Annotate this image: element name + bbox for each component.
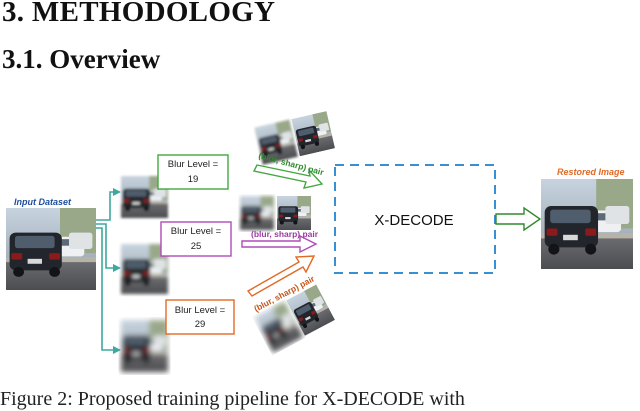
blur-level-25-line1: Blur Level =	[171, 226, 222, 237]
x-decode-box: X-DECODE	[334, 164, 496, 274]
restored-image-label: Restored Image	[557, 167, 625, 177]
blur-level-25-line2: 25	[191, 241, 202, 252]
blur-level-29-box: Blur Level = 29	[165, 299, 235, 335]
section-heading: 3. METHODOLOGY	[2, 0, 276, 28]
pair-label-purple: (blur, sharp) pair	[251, 229, 319, 239]
blur-level-19-line2: 19	[188, 174, 199, 185]
pair-images-purple	[240, 196, 311, 230]
pipeline-figure: Input Dataset Blur Level = 19 Blur Level…	[6, 111, 633, 372]
pair-arrow-purple: (blur, sharp) pair	[241, 229, 319, 254]
blur-level-25-box: Blur Level = 25	[160, 221, 232, 257]
x-decode-label: X-DECODE	[374, 212, 453, 229]
restored-image	[541, 179, 633, 269]
blurred-image-29	[121, 320, 168, 372]
input-dataset-label: Input Dataset	[14, 197, 72, 207]
output-arrow	[495, 206, 542, 232]
blur-level-29-line2: 29	[195, 319, 206, 330]
blur-level-19-box: Blur Level = 19	[157, 154, 229, 190]
blur-level-19-line1: Blur Level =	[168, 159, 219, 170]
input-image	[6, 208, 96, 290]
blur-level-29-line1: Blur Level =	[175, 305, 226, 316]
figure-caption: Figure 2: Proposed training pipeline for…	[0, 388, 465, 410]
input-arrows	[96, 188, 121, 354]
pair-images-orange	[254, 284, 335, 353]
subsection-heading: 3.1. Overview	[2, 44, 161, 74]
